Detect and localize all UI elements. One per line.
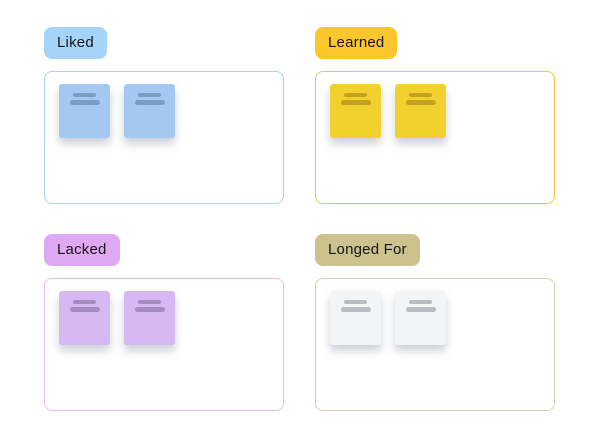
sticky-note[interactable] <box>330 84 381 138</box>
sticky-note[interactable] <box>59 84 110 138</box>
note-placeholder-line <box>73 300 96 304</box>
notes-group-longed-for <box>330 291 542 345</box>
note-placeholder-line <box>344 300 367 304</box>
note-placeholder-line <box>340 307 371 312</box>
sticky-note[interactable] <box>124 291 175 345</box>
note-placeholder-line <box>69 307 100 312</box>
note-placeholder-line <box>409 93 432 97</box>
sticky-note[interactable] <box>124 84 175 138</box>
sticky-note[interactable] <box>395 84 446 138</box>
note-placeholder-line <box>409 300 432 304</box>
section-label-lacked: Lacked <box>44 234 120 266</box>
sticky-note[interactable] <box>330 291 381 345</box>
note-placeholder-line <box>134 100 165 105</box>
section-dropzone-learned[interactable] <box>315 71 555 204</box>
note-placeholder-line <box>69 100 100 105</box>
note-placeholder-line <box>138 300 161 304</box>
section-label-longed-for: Longed For <box>315 234 420 266</box>
note-placeholder-line <box>73 93 96 97</box>
note-placeholder-line <box>405 307 436 312</box>
retrospective-board: Liked Learned Lacked <box>44 27 555 411</box>
note-placeholder-line <box>340 100 371 105</box>
note-placeholder-line <box>134 307 165 312</box>
section-label-liked: Liked <box>44 27 107 59</box>
notes-group-lacked <box>59 291 271 345</box>
notes-group-learned <box>330 84 542 138</box>
sticky-note[interactable] <box>395 291 446 345</box>
section-dropzone-longed-for[interactable] <box>315 278 555 411</box>
section-lacked: Lacked <box>44 234 284 411</box>
section-dropzone-lacked[interactable] <box>44 278 284 411</box>
section-dropzone-liked[interactable] <box>44 71 284 204</box>
note-placeholder-line <box>344 93 367 97</box>
section-label-learned: Learned <box>315 27 398 59</box>
note-placeholder-line <box>138 93 161 97</box>
section-liked: Liked <box>44 27 284 204</box>
section-longed-for: Longed For <box>315 234 555 411</box>
sticky-note[interactable] <box>59 291 110 345</box>
section-learned: Learned <box>315 27 555 204</box>
notes-group-liked <box>59 84 271 138</box>
note-placeholder-line <box>405 100 436 105</box>
